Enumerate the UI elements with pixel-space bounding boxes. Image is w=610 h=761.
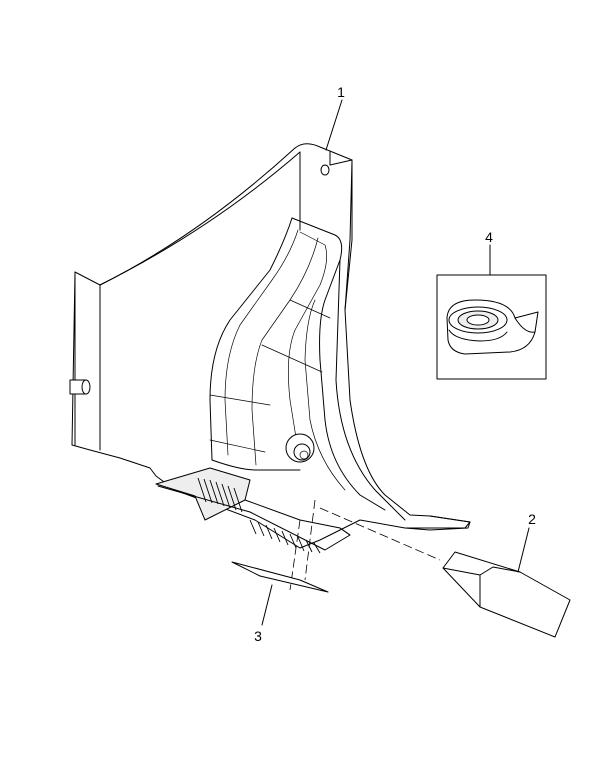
foam-pad <box>442 551 571 638</box>
flat-gasket <box>231 561 329 593</box>
callout-3: 3 <box>254 628 262 644</box>
adhesive-tape-roll <box>446 299 539 355</box>
trim-panel <box>69 143 471 549</box>
panel-bottom-underside <box>155 467 351 554</box>
callout-4: 4 <box>485 229 493 245</box>
leader-lines <box>261 99 530 626</box>
callout-1: 1 <box>337 84 345 100</box>
callout-2: 2 <box>528 511 536 527</box>
hatched-edge <box>197 477 321 554</box>
tape-roll-inset <box>436 274 547 380</box>
